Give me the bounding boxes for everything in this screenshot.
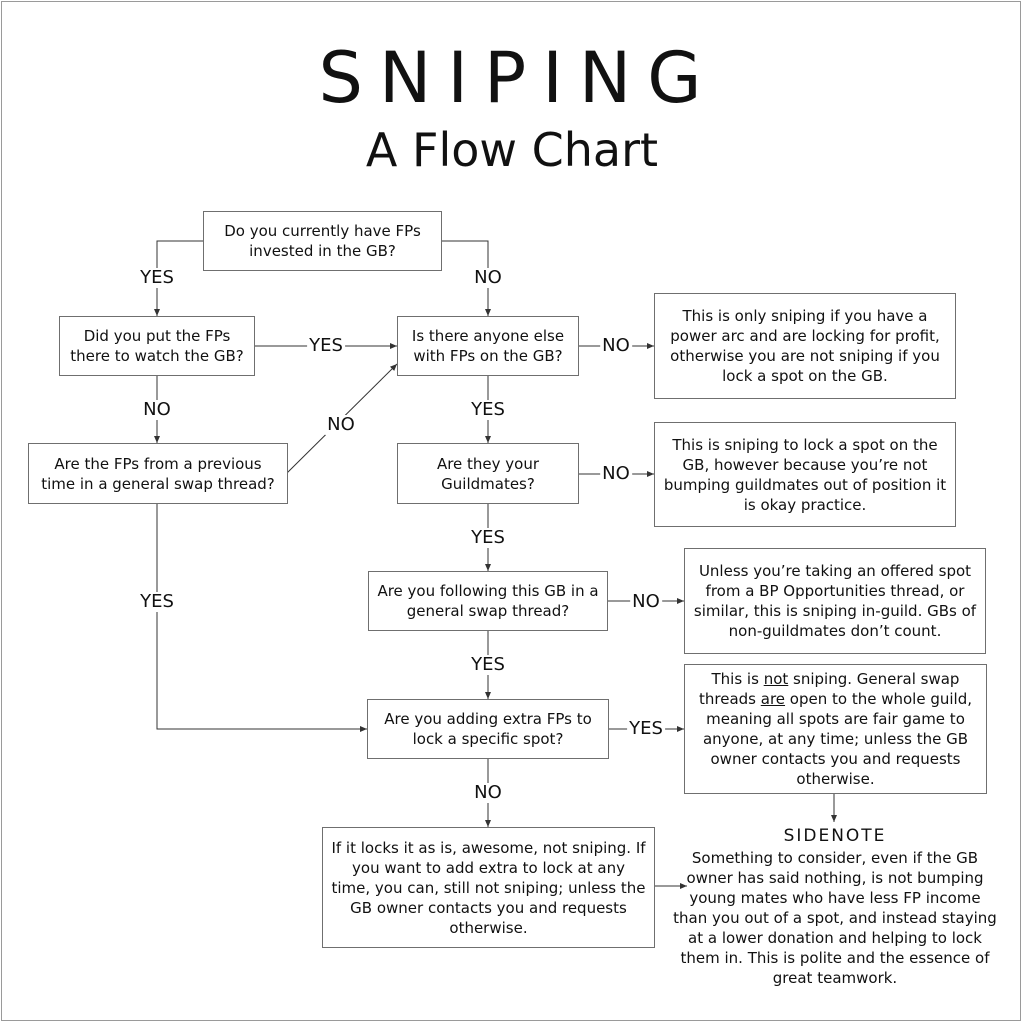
node-have-fps-invested: Do you currently have FPs invested in th… <box>203 211 442 271</box>
label-q7-yes: YES <box>627 718 665 739</box>
node-text: Did you put the FPs there to watch the G… <box>70 327 244 365</box>
label-q7-no: NO <box>472 782 504 803</box>
result-text-part: open to the whole guild, meaning all spo… <box>702 690 972 788</box>
result-text-part: sniping. General swap threads <box>699 670 960 708</box>
page-subtitle: A Flow Chart <box>365 123 659 177</box>
node-text: Are the FPs from a previous time in a ge… <box>41 454 275 493</box>
edge-q4-yes <box>156 504 367 732</box>
label-q1-no: NO <box>472 267 504 288</box>
label-q4-yes: YES <box>138 591 176 612</box>
label-q6-no: NO <box>630 591 662 612</box>
node-fps-from-previous-swap: Are the FPs from a previous time in a ge… <box>28 443 288 504</box>
result-text-emphasis: are <box>760 690 786 708</box>
result-locks-as-is: If it locks it as is, awesome, not snipi… <box>322 827 655 948</box>
node-following-gb-in-swap: Are you following this GB in a general s… <box>368 571 608 631</box>
sidenote-title: SIDENOTE <box>783 826 887 846</box>
label-q5-yes: YES <box>469 527 507 548</box>
sidenote-text: Something to consider, even if the GB ow… <box>673 849 997 987</box>
result-sniping-okay-practice: This is sniping to lock a spot on the GB… <box>654 422 956 527</box>
result-text: If it locks it as is, awesome, not snipi… <box>331 838 646 937</box>
node-text: Do you currently have FPs invested in th… <box>224 222 421 260</box>
result-sniping-in-guild: Unless you’re taking an offered spot fro… <box>684 548 986 654</box>
label-q3-no: NO <box>600 335 632 356</box>
edge-q1-no <box>441 240 491 316</box>
node-anyone-else-with-fps: Is there anyone else with FPs on the GB? <box>397 316 579 376</box>
node-are-they-guildmates: Are they your Guildmates? <box>397 443 579 504</box>
node-put-fps-to-watch: Did you put the FPs there to watch the G… <box>59 316 255 376</box>
label-q6-yes: YES <box>469 654 507 675</box>
label-q3-yes: YES <box>469 399 507 420</box>
result-text-part: This is <box>711 670 764 688</box>
result-not-sniping-general-swap: This is not sniping. General swap thread… <box>684 664 987 794</box>
node-adding-extra-fps: Are you adding extra FPs to lock a speci… <box>367 699 609 759</box>
label-q2-no: NO <box>141 399 173 420</box>
label-q2-yes: YES <box>307 335 345 356</box>
label-q4-no: NO <box>325 414 357 435</box>
result-power-arc: This is only sniping if you have a power… <box>654 293 956 399</box>
node-text: Are you following this GB in a general s… <box>377 582 599 620</box>
result-text: This is only sniping if you have a power… <box>670 307 940 385</box>
label-q1-yes: YES <box>138 267 176 288</box>
node-text: Are they your Guildmates? <box>436 454 540 493</box>
result-text: This is not sniping. General swap thread… <box>693 669 978 789</box>
label-q5-no: NO <box>600 463 632 484</box>
node-text: Is there anyone else with FPs on the GB? <box>411 327 565 365</box>
result-text: This is sniping to lock a spot on the GB… <box>663 435 947 514</box>
node-text: Are you adding extra FPs to lock a speci… <box>384 710 592 748</box>
result-text-emphasis: not <box>763 670 789 688</box>
result-text: Unless you’re taking an offered spot fro… <box>693 562 977 640</box>
edge-q1-yes <box>154 240 203 316</box>
page-title: SNIPING <box>318 37 718 119</box>
